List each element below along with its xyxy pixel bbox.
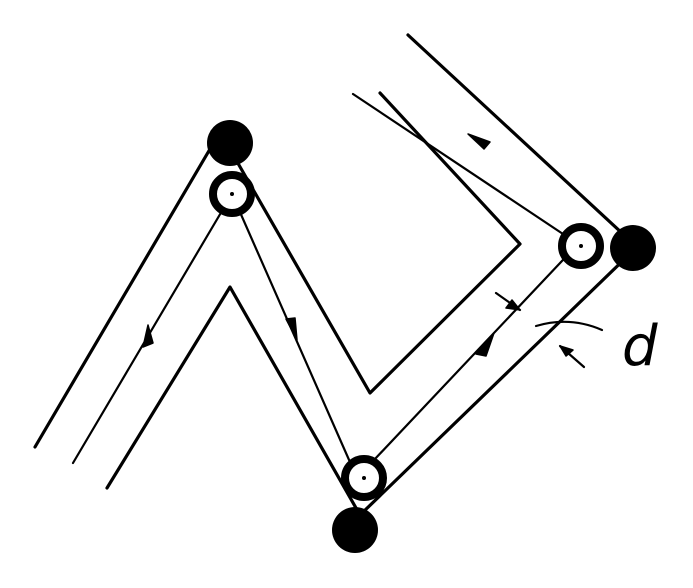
reflection-dot-filled-top bbox=[207, 120, 253, 166]
reflection-dot-hollow-right-center bbox=[579, 244, 583, 248]
reflection-dot-filled-bottom bbox=[332, 507, 378, 553]
outer-wall-top bbox=[33, 91, 522, 449]
ray-arrow-up-left-segment bbox=[142, 324, 154, 348]
width-dimension-label: d bbox=[622, 314, 658, 379]
ray-arrow-return-segment bbox=[467, 133, 491, 150]
reflection-dot-hollow-bottom-center bbox=[362, 476, 366, 480]
reflection-dot-filled-right bbox=[610, 225, 656, 271]
ray-arrow-down-middle-segment bbox=[285, 317, 298, 341]
reflection-dot-hollow-top-center bbox=[230, 192, 234, 196]
ray-arrow-up-right-segment bbox=[475, 332, 495, 357]
width-dimension-curve bbox=[534, 320, 604, 332]
width-dimension-arrow-upper bbox=[505, 299, 521, 311]
width-dimension-arrow-lower bbox=[559, 345, 574, 357]
